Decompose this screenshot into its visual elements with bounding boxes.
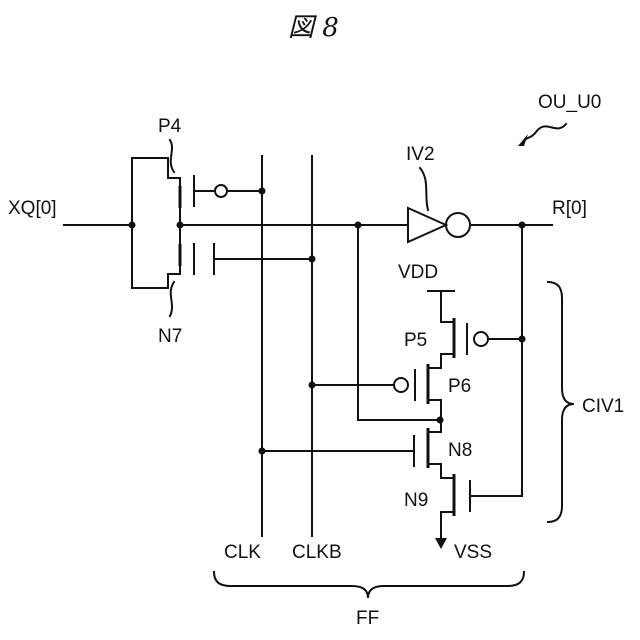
ff-brace — [214, 572, 524, 598]
n9-label: N9 — [404, 490, 428, 511]
p4-label: P4 — [158, 116, 182, 137]
module-leader — [524, 124, 566, 142]
iv2-label: IV2 — [406, 144, 435, 165]
vss-arrow — [435, 538, 447, 549]
p4-source — [132, 158, 180, 194]
n7-label: N7 — [158, 326, 182, 347]
iv2-leader — [420, 168, 428, 210]
n8-label: N8 — [448, 440, 472, 461]
input-label: XQ[0] — [8, 198, 57, 219]
vss-label: VSS — [454, 542, 492, 563]
output-label: R[0] — [552, 198, 587, 219]
p5-gate-bubble — [474, 332, 488, 346]
p5-label: P5 — [404, 330, 427, 351]
civ-label: CIV1 — [582, 396, 624, 417]
p4-leader — [170, 140, 174, 172]
iv2-triangle — [408, 208, 446, 242]
junction-clk-n8 — [259, 448, 266, 455]
clkb-label: CLKB — [292, 542, 342, 563]
clk-label: CLK — [224, 542, 261, 563]
figure-title: 図 8 — [288, 13, 339, 43]
junction-clkb-p6 — [309, 382, 316, 389]
n7-leader — [170, 282, 174, 316]
p6-gate-bubble — [394, 378, 408, 392]
module-label: OU_U0 — [538, 92, 601, 113]
p6-label: P6 — [448, 376, 471, 397]
vdd-label: VDD — [398, 262, 438, 283]
ff-label: FF — [356, 608, 379, 629]
civ-brace — [548, 282, 574, 522]
iv2-bubble — [446, 213, 470, 237]
p4-gate-bubble — [215, 185, 227, 197]
